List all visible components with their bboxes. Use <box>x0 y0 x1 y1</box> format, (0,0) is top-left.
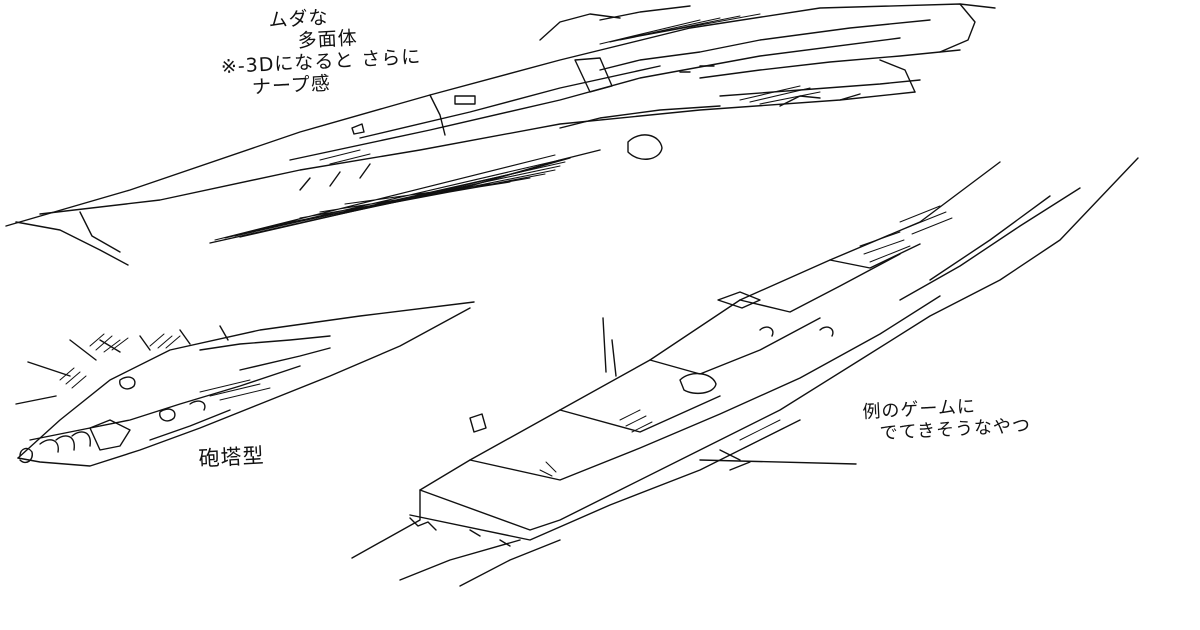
battleship-hatching <box>214 13 821 241</box>
turret-ship-hatching <box>59 333 271 401</box>
battleship-sketch <box>5 3 996 266</box>
turret-type-label: 砲塔型 <box>197 443 266 471</box>
carrier-sketch <box>351 157 1139 587</box>
annotation-top: ムダな 多面体 ※-3Dになると さらに ナープ感 <box>220 2 423 99</box>
annotation-right: 例のゲームに でてきそうなやつ <box>862 393 1032 446</box>
turret-ship-sketch <box>15 301 475 467</box>
carrier-hatching <box>539 205 953 477</box>
